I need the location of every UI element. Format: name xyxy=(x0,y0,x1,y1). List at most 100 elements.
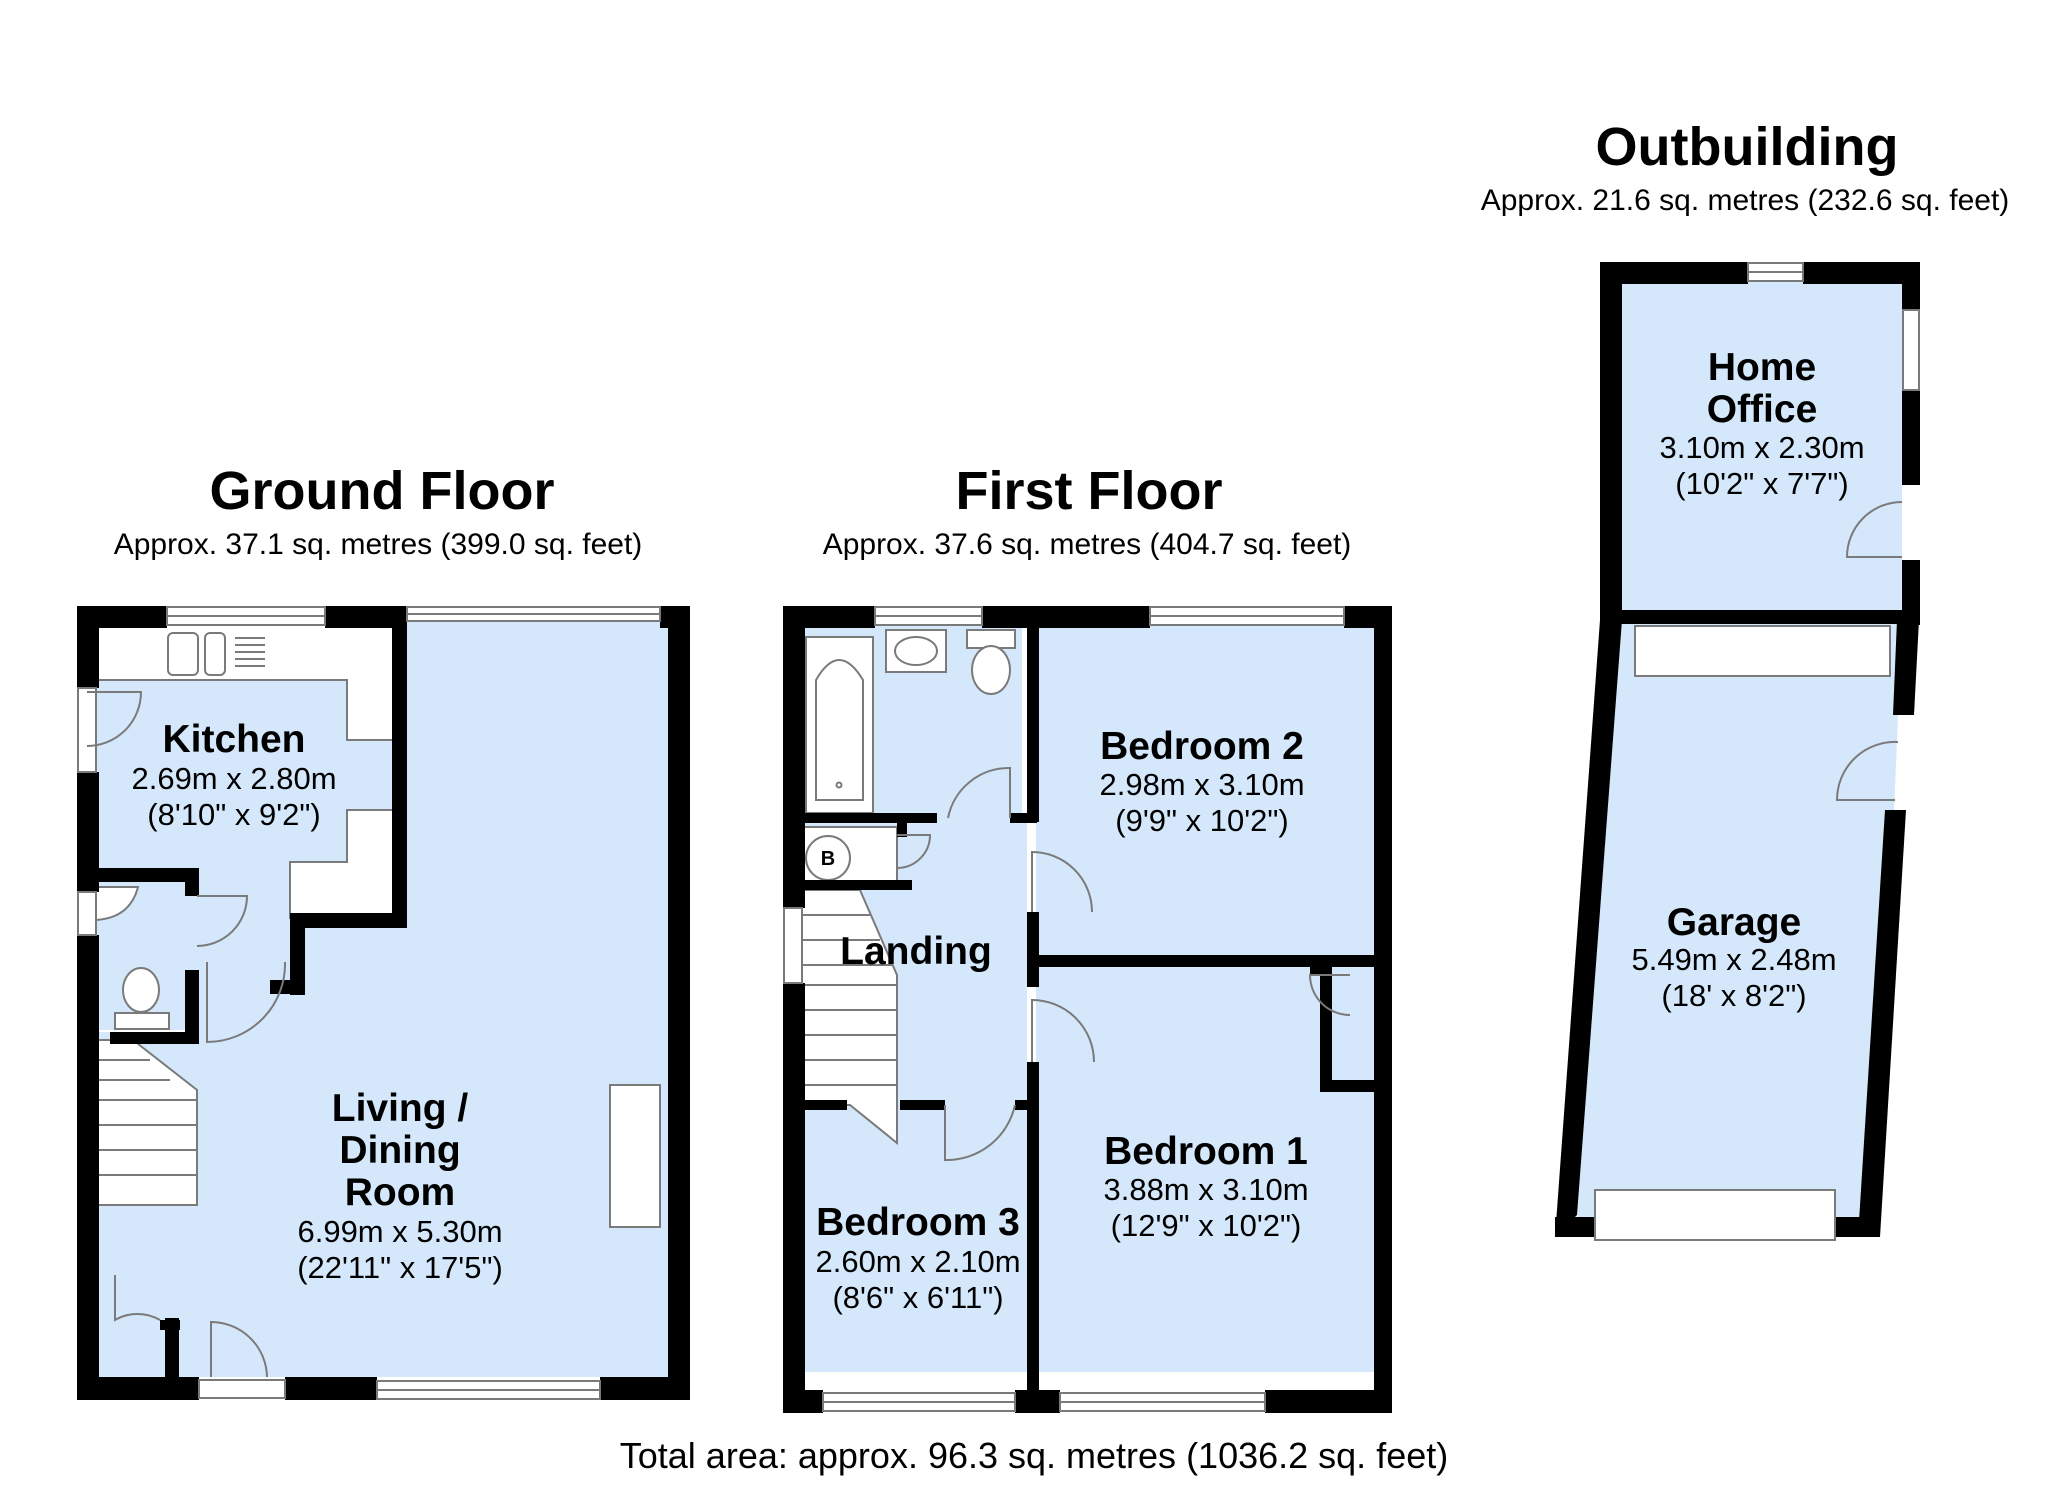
wall xyxy=(87,868,197,882)
wall xyxy=(77,935,99,1400)
chimney-breast xyxy=(609,1084,661,1228)
window xyxy=(77,687,97,773)
wall xyxy=(1858,810,1906,1237)
office-door-swing xyxy=(1845,501,1903,558)
wall xyxy=(797,1100,847,1110)
wall xyxy=(1803,262,1905,284)
first-floor-area: Approx. 37.6 sq. metres (404.7 sq. feet) xyxy=(823,528,1352,561)
first-floor-walls xyxy=(783,606,1392,1413)
wall xyxy=(77,606,99,688)
outbuilding-title: Outbuilding xyxy=(1596,117,1899,177)
wall xyxy=(900,1100,945,1110)
cupboard-door-swing xyxy=(114,1275,161,1322)
wall xyxy=(1902,560,1920,625)
kitchen-metric: 2.69m x 2.80m xyxy=(131,761,336,796)
wall xyxy=(1015,1390,1060,1413)
wall xyxy=(325,606,407,628)
first-floor-windows xyxy=(783,606,1345,1412)
front-door-swing xyxy=(210,1320,268,1378)
garage-door xyxy=(1594,1189,1836,1241)
basin xyxy=(894,636,938,666)
home-office-name-line2: Office xyxy=(1707,388,1818,431)
first-floor-doors xyxy=(896,766,1351,1162)
boiler-label: B xyxy=(821,848,835,870)
outbuilding-area: Approx. 21.6 sq. metres (232.6 sq. feet) xyxy=(1481,184,2010,217)
cupboard-door-swing xyxy=(896,834,932,869)
wall xyxy=(1902,390,1920,485)
ground-floor-title: Ground Floor xyxy=(210,461,555,521)
wall xyxy=(783,983,805,1413)
outbuilding-walls xyxy=(1555,262,1920,1237)
home-office-name-line1: Home xyxy=(1708,346,1816,389)
wall xyxy=(1600,262,1748,284)
home-office-metric: 3.10m x 2.30m xyxy=(1659,430,1864,465)
wall xyxy=(1835,1217,1880,1237)
bedroom2-metric: 2.98m x 3.10m xyxy=(1099,767,1304,802)
wc-fixtures xyxy=(95,886,170,1030)
bedroom1-metric: 3.88m x 3.10m xyxy=(1103,1172,1308,1207)
wall xyxy=(392,621,407,928)
bedroom2-door-swing xyxy=(1031,850,1093,913)
living-room-name-line2: Dining xyxy=(339,1129,460,1172)
plan-labels: Ground Floor Approx. 37.1 sq. metres (39… xyxy=(114,117,2010,1476)
wall xyxy=(160,1320,180,1330)
wall xyxy=(1320,965,1332,1085)
kitchen-side-door-swing xyxy=(86,691,143,747)
wall xyxy=(1555,1217,1595,1237)
wall xyxy=(77,1377,199,1400)
wall xyxy=(783,606,805,908)
bath xyxy=(805,636,874,814)
bedroom1-imperial: (12'9" x 10'2") xyxy=(1111,1208,1302,1243)
garage-fill xyxy=(1577,622,1902,1217)
wall xyxy=(1027,1100,1039,1400)
bedroom1-door-swing xyxy=(1031,998,1095,1063)
outbuilding-windows-doors xyxy=(1594,262,1920,1241)
wall xyxy=(1010,813,1037,823)
ground-floor-room-fills xyxy=(87,621,668,1377)
front-door-frame xyxy=(198,1379,286,1399)
wall xyxy=(1320,1080,1374,1092)
kitchen-sink xyxy=(167,632,265,676)
wall xyxy=(290,913,407,928)
kitchen-name: Kitchen xyxy=(162,718,305,761)
bathroom-fixtures xyxy=(885,629,1016,695)
home-office-imperial: (10'2" x 7'7") xyxy=(1675,466,1848,501)
ground-floor-plan xyxy=(77,606,690,1400)
wall xyxy=(600,1377,690,1400)
bedroom2-fill xyxy=(1036,622,1374,955)
living-room-metric: 6.99m x 5.30m xyxy=(297,1214,502,1249)
wall xyxy=(1310,965,1332,975)
wall xyxy=(185,868,199,896)
wall xyxy=(797,813,937,823)
bedroom3-metric: 2.60m x 2.10m xyxy=(815,1244,1020,1279)
bedroom3-fill xyxy=(797,1107,1027,1372)
wall xyxy=(77,772,99,892)
bedroom3-name: Bedroom 3 xyxy=(816,1201,1020,1244)
wall xyxy=(1015,1100,1035,1110)
wall xyxy=(1036,955,1374,967)
ground-floor-windows xyxy=(77,606,661,1400)
wall xyxy=(1027,622,1039,822)
bedroom1-fill xyxy=(1036,965,1374,1372)
wall xyxy=(783,1390,823,1413)
wall xyxy=(270,980,300,994)
wc-door-swing xyxy=(196,895,249,947)
wall xyxy=(1893,620,1919,715)
window xyxy=(783,907,803,984)
window xyxy=(1902,309,1920,391)
hall-door-swing xyxy=(206,961,287,1044)
living-room-fill xyxy=(87,621,668,1377)
wall xyxy=(1374,606,1392,1413)
garage-imperial: (18' x 8'2") xyxy=(1661,978,1806,1013)
bedroom3-door-swing xyxy=(944,1104,1016,1162)
bath-plug xyxy=(835,781,843,789)
first-floor-plan: B xyxy=(783,606,1392,1413)
wardrobe-door-swing xyxy=(1308,974,1351,1016)
bedroom1-name: Bedroom 1 xyxy=(1104,1130,1308,1173)
living-room-name-line1: Living / xyxy=(332,1087,469,1130)
wall xyxy=(668,606,690,1400)
wall xyxy=(897,817,907,837)
ground-floor-walls xyxy=(77,606,690,1400)
wall xyxy=(1621,610,1920,624)
